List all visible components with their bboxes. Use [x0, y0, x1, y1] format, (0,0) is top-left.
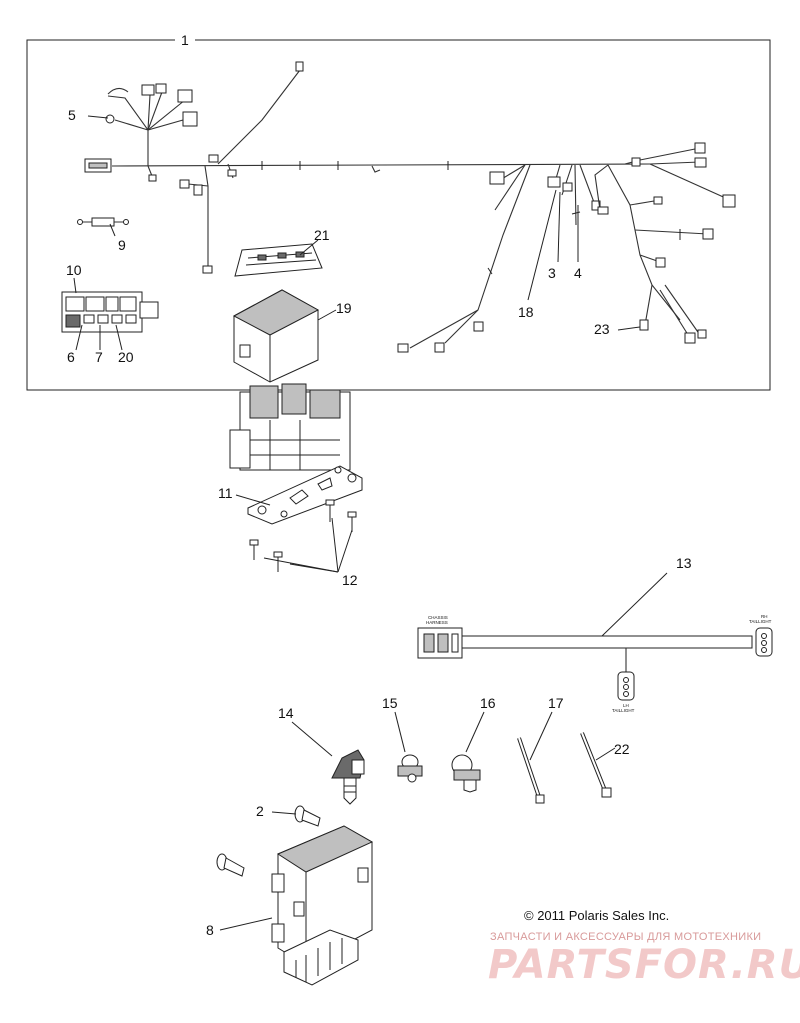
callout-14: 14	[278, 705, 294, 721]
callout-16: 16	[480, 695, 496, 711]
lh-taillight-label-2: TAILLIGHT	[612, 708, 635, 713]
callout-9: 9	[118, 237, 126, 253]
callout-7: 7	[95, 349, 103, 365]
callout-2: 2	[256, 803, 264, 819]
callout-10: 10	[66, 262, 82, 278]
main-wire-harness	[84, 61, 736, 353]
callout-11: 11	[218, 485, 233, 501]
watermark-brand: PARTSFOR.RU	[488, 942, 800, 988]
callout-3: 3	[548, 265, 556, 281]
callout-15: 15	[382, 695, 398, 711]
fuse-label-sheet	[234, 243, 323, 277]
callout-21: 21	[314, 227, 330, 243]
callout-8: 8	[206, 922, 214, 938]
harness-group-frame	[26, 39, 771, 391]
callout-19: 19	[336, 300, 352, 316]
p-clamp-pushpin	[451, 754, 481, 793]
screws	[249, 499, 357, 572]
rh-taillight-label-2: TAILLIGHT	[749, 619, 772, 624]
inline-fuse-holder	[77, 217, 129, 227]
fuse-box	[61, 291, 159, 333]
fuse-box-cover	[232, 289, 320, 383]
lh-taillight-label-1: LH	[623, 703, 629, 708]
leader-lines	[73, 115, 668, 931]
p-clamp-small	[397, 754, 423, 783]
watermark-tagline: ЗАПЧАСТИ И АКСЕССУАРЫ ДЛЯ МОТОТЕХНИКИ	[490, 931, 761, 943]
rh-taillight-label-1: RH	[761, 614, 768, 619]
callout-17: 17	[548, 695, 564, 711]
relay-block	[229, 383, 351, 471]
mounting-plate	[247, 465, 363, 525]
cable-tie-short	[517, 737, 545, 804]
callout-4: 4	[574, 265, 582, 281]
callout-23: 23	[594, 321, 610, 337]
module-screws	[216, 805, 321, 877]
cable-tie-long	[580, 732, 612, 798]
callout-5: 5	[68, 107, 76, 123]
taillight-harness	[417, 627, 773, 701]
callout-6: 6	[67, 349, 75, 365]
copyright-notice: © 2011 Polaris Sales Inc.	[524, 908, 669, 923]
chassis-harness-label-2: HARNESS	[426, 620, 448, 625]
callout-13: 13	[676, 555, 692, 571]
callout-12: 12	[342, 572, 358, 588]
callout-18: 18	[518, 304, 534, 320]
callout-20: 20	[118, 349, 134, 365]
callout-1: 1	[181, 32, 189, 48]
chassis-harness-label-1: CHASSIS	[428, 615, 448, 620]
callout-22: 22	[614, 741, 630, 757]
harness-clip-bracket	[331, 749, 365, 805]
control-module	[271, 825, 374, 986]
